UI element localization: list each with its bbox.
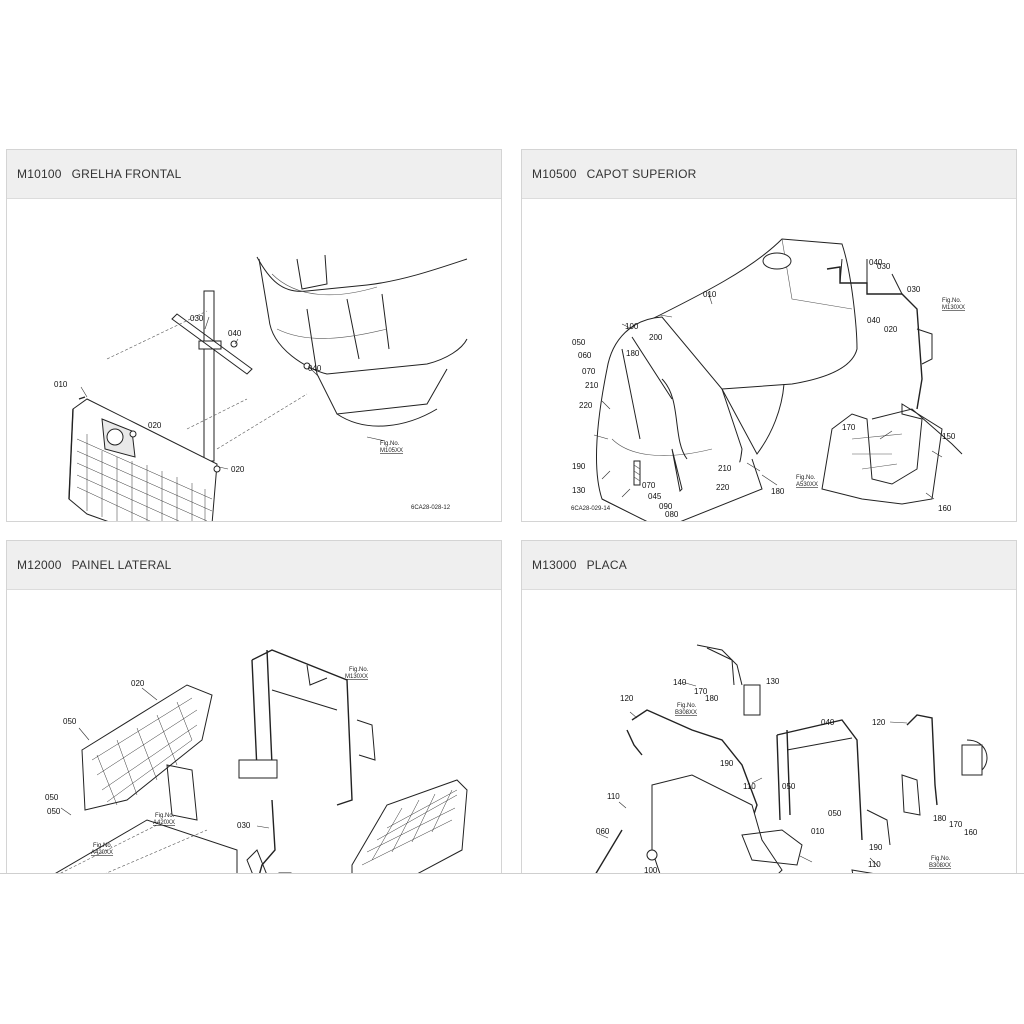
- callout-070: 070: [582, 367, 596, 376]
- parts-card-capot-superior[interactable]: M10500 CAPOT SUPERIOR: [521, 149, 1017, 522]
- callout-030: 030: [877, 262, 891, 271]
- callout-110: 110: [743, 782, 756, 791]
- callout-050: 050: [782, 782, 796, 791]
- section-code: M10500: [532, 167, 577, 181]
- callout-020: 020: [131, 679, 145, 688]
- callout-140: 130: [766, 677, 780, 686]
- fig-ref-code: M130XX: [942, 305, 965, 311]
- fig-ref-code: M105XX: [380, 448, 403, 454]
- fig-ref-label: Fig.No.: [349, 667, 369, 673]
- callout-170: 170: [842, 423, 856, 432]
- callout-180: 180: [626, 349, 640, 358]
- callout-040: 040: [228, 329, 242, 338]
- section-title: PLACA: [586, 558, 627, 572]
- callout-160: 160: [964, 828, 978, 837]
- callout-020: 020: [231, 465, 245, 474]
- callout-150: 140: [673, 678, 687, 687]
- fig-ref-label: Fig.No.: [380, 441, 400, 447]
- callout-170: 170: [949, 820, 963, 829]
- callout-010: 010: [703, 290, 717, 299]
- callout-160: 160: [938, 504, 952, 513]
- callout-110: 110: [868, 860, 881, 869]
- callout-020: 020: [884, 325, 898, 334]
- callout-120: 120: [620, 694, 634, 703]
- callout-170: 170: [694, 687, 708, 696]
- callout-220: 220: [579, 401, 593, 410]
- callout-030: 030: [907, 285, 921, 294]
- callout-090: 090: [659, 502, 673, 511]
- fig-ref-label: Fig.No.: [942, 298, 962, 304]
- callout-070: 070: [642, 481, 656, 490]
- callout-180: 180: [705, 694, 719, 703]
- fig-ref-code: M130XX: [345, 674, 368, 680]
- section-title: PAINEL LATERAL: [71, 558, 172, 572]
- drawing-code: 6CA28-029-14: [571, 506, 611, 512]
- callout-050: 050: [45, 793, 59, 802]
- card-header: M10100 GRELHA FRONTAL: [7, 150, 501, 199]
- callout-130: 120: [872, 718, 886, 727]
- callout-100: 100: [644, 866, 658, 874]
- callout-040: 040: [867, 316, 881, 325]
- callout-200: 200: [649, 333, 663, 342]
- exploded-diagram: 140 170 180 130 120 040 120 Fig.No. B308…: [522, 590, 1016, 874]
- callout-180: 180: [771, 487, 785, 496]
- fig-ref-label: Fig.No.: [677, 703, 697, 709]
- callout-190: 190: [869, 843, 883, 852]
- drawing-code: 6CA28-028-12: [411, 505, 451, 511]
- callout-050: 050: [572, 338, 586, 347]
- callout-050: 050: [63, 717, 77, 726]
- fig-ref-label-2: Fig.No.: [931, 856, 951, 862]
- callout-220: 220: [716, 483, 730, 492]
- callout-100: 100: [625, 322, 639, 331]
- callout-150: 150: [942, 432, 956, 441]
- fig-ref-code: B308XX: [675, 710, 697, 716]
- divider: [0, 873, 1024, 874]
- callout-030: 030: [190, 314, 204, 323]
- callout-050: 050: [828, 809, 842, 818]
- callout-110: 110: [607, 792, 620, 801]
- fig-ref-label-2: Fig.No.: [155, 813, 175, 819]
- callout-140: 130: [572, 486, 586, 495]
- fig-ref-code-2: B308XX: [929, 863, 951, 869]
- callout-060: 060: [596, 827, 610, 836]
- section-code: M12000: [17, 558, 62, 572]
- card-header: M12000 PAINEL LATERAL: [7, 541, 501, 590]
- callout-030: 030: [237, 821, 251, 830]
- callout-040: 040: [308, 364, 322, 373]
- fig-ref-code-3: A420XX: [91, 850, 113, 856]
- callout-050: 050: [47, 807, 61, 816]
- section-code: M10100: [17, 167, 62, 181]
- fig-ref-code-2: A530XX: [796, 482, 818, 488]
- parts-card-placa[interactable]: M13000 PLACA: [521, 540, 1017, 874]
- callout-180: 180: [933, 814, 947, 823]
- parts-card-painel-lateral[interactable]: M12000 PAINEL LATERAL: [6, 540, 502, 874]
- callout-010: 010: [811, 827, 825, 836]
- parts-card-grelha-frontal[interactable]: M10100 GRELHA FRONTAL: [6, 149, 502, 522]
- callout-040: 040: [821, 718, 835, 727]
- callout-190: 190: [720, 759, 734, 768]
- exploded-diagram: 020 050 050 050 030 035 010 050 Fig.No. …: [7, 590, 501, 873]
- callout-045: 045: [648, 492, 662, 501]
- section-title: GRELHA FRONTAL: [71, 167, 182, 181]
- callout-040: 040: [869, 258, 883, 267]
- callout-020: 020: [148, 421, 162, 430]
- callout-210: 210: [585, 381, 599, 390]
- callout-080: 080: [665, 510, 679, 519]
- fig-ref-label-3: Fig.No.: [93, 843, 113, 849]
- exploded-diagram: 030 040 040 010 020 020 Fig.No. M105XX 6…: [7, 199, 501, 521]
- fig-ref-label-2: Fig.No.: [796, 475, 816, 481]
- callout-060: 060: [578, 351, 592, 360]
- section-code: M13000: [532, 558, 577, 572]
- callout-010: 010: [54, 380, 68, 389]
- callout-190: 190: [572, 462, 586, 471]
- section-title: CAPOT SUPERIOR: [586, 167, 697, 181]
- callout-210: 210: [718, 464, 732, 473]
- card-header: M13000 PLACA: [522, 541, 1016, 590]
- card-header: M10500 CAPOT SUPERIOR: [522, 150, 1016, 199]
- fig-ref-code-2: A420XX: [153, 820, 175, 826]
- exploded-diagram: 010 040 030 030 040 020 Fig.No. M130XX 1…: [522, 199, 1016, 521]
